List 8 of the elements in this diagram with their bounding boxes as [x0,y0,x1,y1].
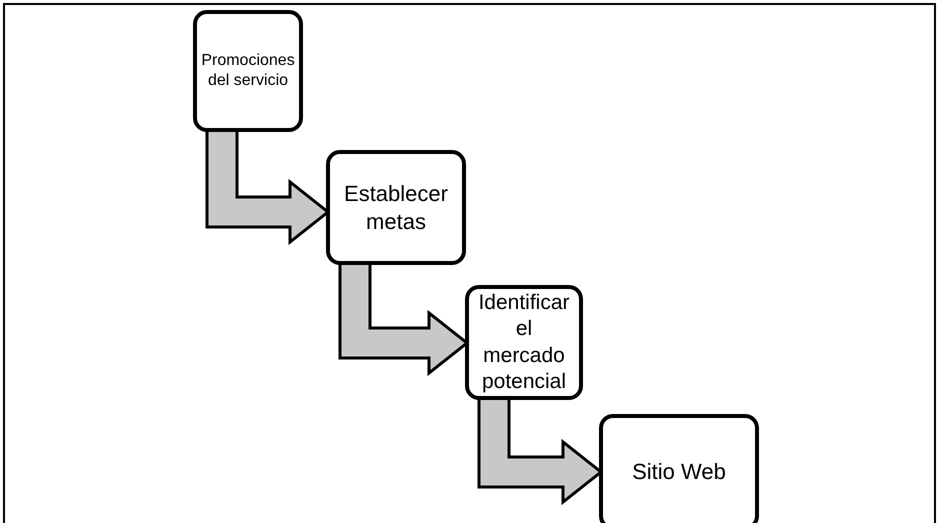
process-box [326,150,466,265]
process-box [465,285,583,400]
box-label: Establecer metas [343,180,449,235]
process-box [193,10,303,132]
box-label: Identificar el mercado potencial [477,290,571,395]
process-box [599,414,759,523]
box-label: Sitio Web [632,458,726,486]
box-label: Promociones del servicio [201,51,295,91]
